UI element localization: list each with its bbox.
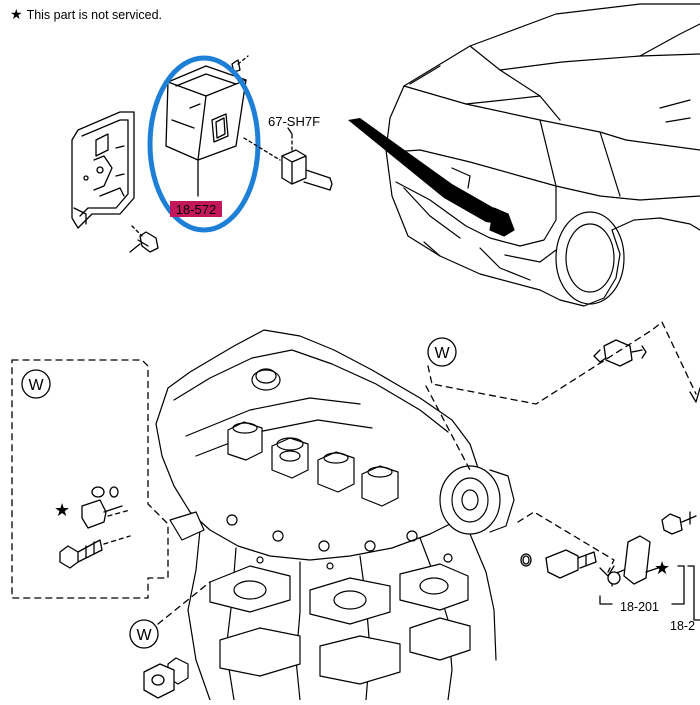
view-marker-w-top: W [427,337,457,367]
coil-tower-2 [271,437,309,479]
module-part-number: 18-572 [176,202,216,217]
location-pointer [348,118,500,224]
view-marker-w-left: W [21,369,51,399]
vehicle-front-view [385,3,700,307]
star-icon: ★ [10,6,23,22]
callout-brackets [599,565,700,621]
sensor-right-lower [607,535,665,587]
vvt-actuator [439,465,515,535]
sensor-bottom-left [143,663,175,699]
bolt-left [59,539,103,569]
sensor-left [81,486,123,529]
service-note-text: This part is not serviced. [26,8,163,22]
module-part-label: 18-572 [170,201,222,217]
leader-right-mid [517,511,615,573]
coil-tower-1 [227,421,263,461]
detail-box-left [11,359,169,599]
sensor-top-right [593,339,647,367]
o-ring-right [520,553,532,567]
sensor-right-mid [545,549,597,579]
highlight-circle [147,55,261,233]
leader-w-bottom [157,581,211,625]
star-icon-left: ★ [54,500,70,520]
harness-connector [243,127,333,191]
sensor-part-number-1: 18-201 [620,600,659,614]
mounting-bracket [71,111,135,229]
leader-w-top [427,321,697,405]
sensor-part-number-2: 18-2 [670,619,695,633]
svg-text:W: W [136,627,152,644]
engine-assembly [155,329,515,701]
coil-tower-4 [361,465,399,507]
svg-text:W: W [434,345,450,362]
svg-text:W: W [28,377,44,394]
harness-part-number: 67-SH7F [268,114,320,129]
leader-w-top-lower [425,385,471,471]
bolt-lower-left [129,225,159,253]
coil-tower-3 [317,451,355,493]
service-note: ★This part is not serviced. [10,6,162,23]
star-icon-right: ★ [654,558,670,578]
view-marker-w-bottom: W [129,619,159,649]
bolt-right [661,511,697,535]
